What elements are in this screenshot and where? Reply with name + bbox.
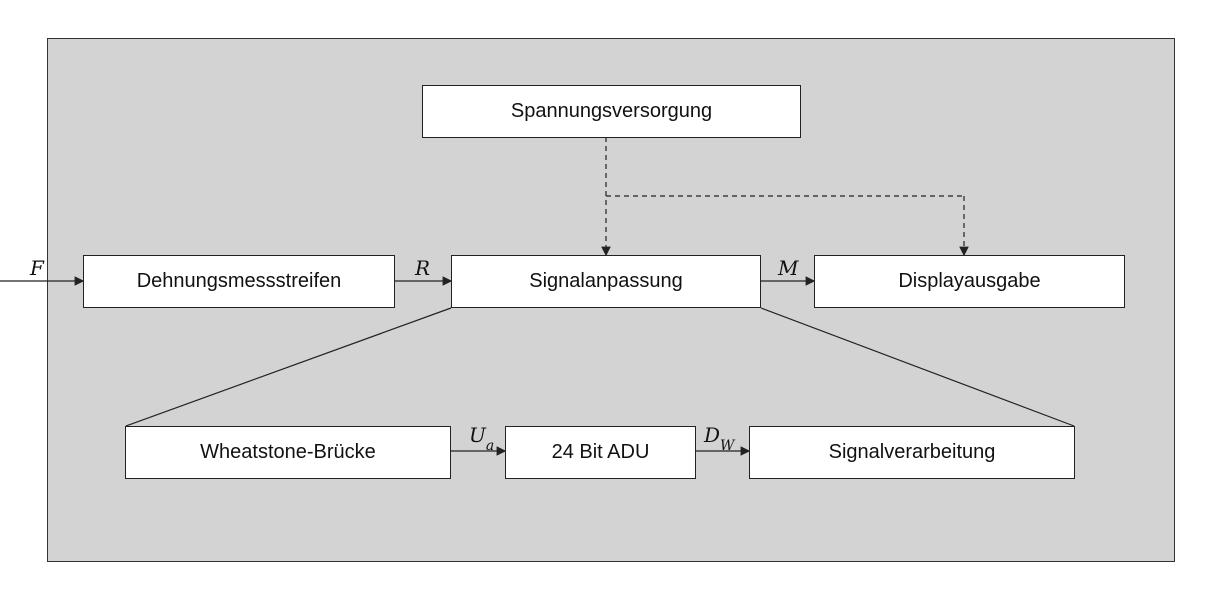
adc-block: 24 Bit ADU [505, 426, 696, 479]
display-block: Displayausgabe [814, 255, 1125, 308]
ua-label: Ua [469, 423, 495, 454]
strain-gauge-block: Dehnungsmessstreifen [83, 255, 395, 308]
resistance-label: R [415, 256, 431, 280]
dw-label: DW [704, 423, 735, 454]
measurement-label: M [778, 256, 799, 280]
expand-left [125, 307, 452, 427]
signal-conditioning-block: Signalanpassung [451, 255, 761, 308]
wheatstone-block: Wheatstone-Brücke [125, 426, 451, 479]
expand-right [760, 307, 1075, 427]
processing-block: Signalverarbeitung [749, 426, 1075, 479]
power-supply-block: Spannungsversorgung [422, 85, 801, 138]
force-label: F [30, 256, 44, 280]
